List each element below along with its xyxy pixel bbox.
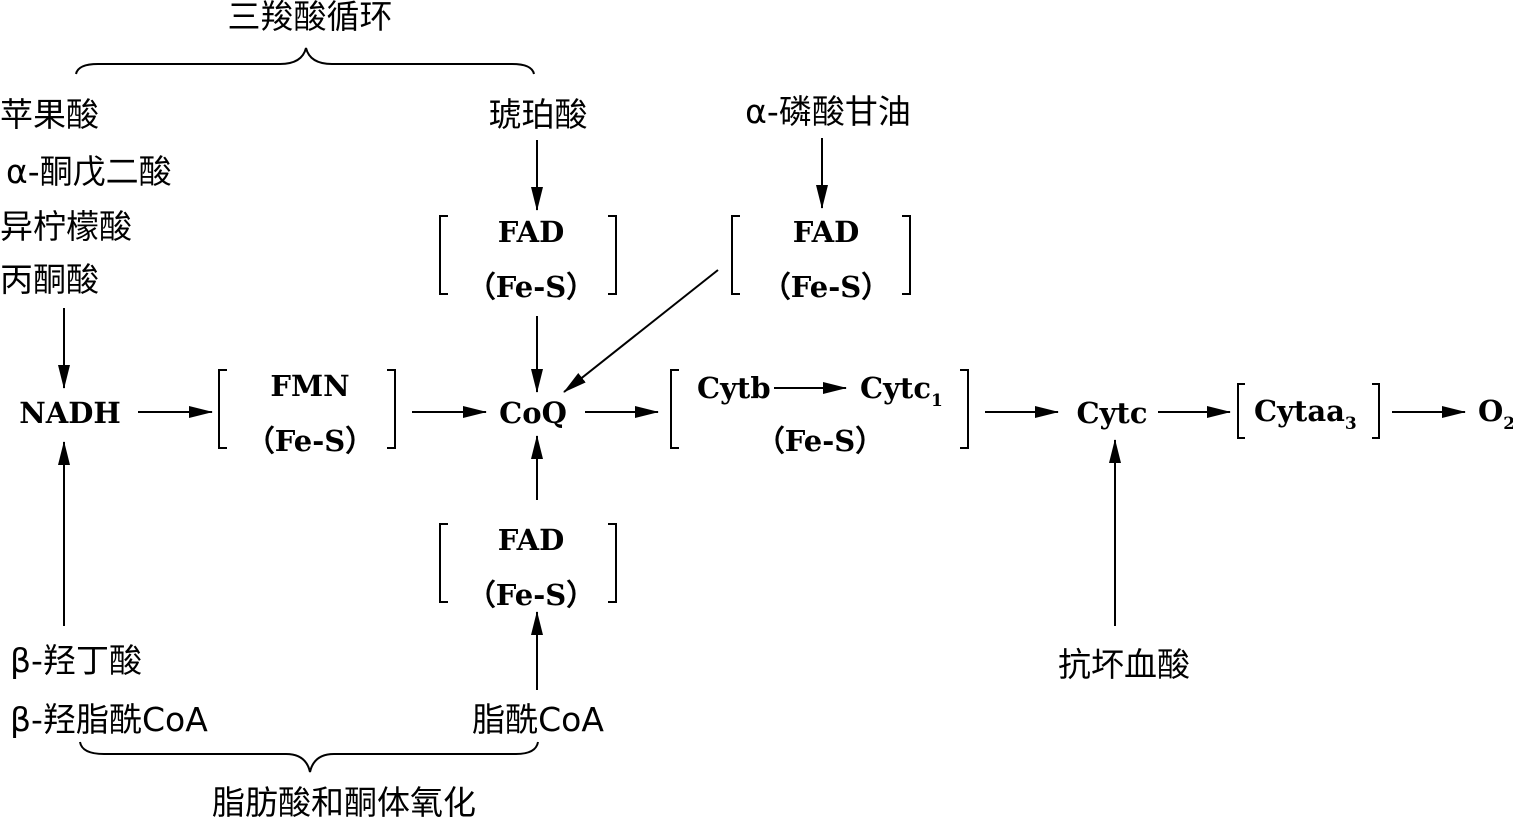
fad-box-3-left-bracket: [439, 523, 448, 603]
fad-box-2-left-bracket: [731, 215, 740, 295]
coq-label: CoQ: [499, 396, 567, 430]
fes-cyt-label: （Fe-S）: [756, 424, 884, 458]
cytb-label: Cytb: [697, 371, 771, 405]
cytc1-label: Cytc1: [860, 371, 943, 411]
hydroxybutyrate-label: β-羟丁酸: [10, 641, 142, 680]
alpha-ketoglutarate-label: α-酮戊二酸: [6, 152, 172, 191]
fad-box-3-right-bracket: [608, 523, 617, 603]
fes-3-label: （Fe-S）: [467, 578, 595, 612]
fes-fmn-label: （Fe-S）: [246, 424, 374, 458]
fmn-box-right-bracket: [387, 369, 396, 449]
fad-2-label: FAD: [793, 215, 860, 249]
acyl-coa-label: 脂酰CoA: [472, 700, 604, 739]
fad-box-1-left-bracket: [439, 215, 448, 295]
cytc1-subscript: 1: [931, 391, 943, 411]
succinate-label: 琥珀酸: [489, 95, 588, 134]
brace-top-label: 三羧酸循环: [228, 0, 393, 36]
fad-3-label: FAD: [498, 523, 565, 557]
brace-bottom-label: 脂肪酸和酮体氧化: [212, 783, 476, 822]
malate-label: 苹果酸: [0, 95, 99, 134]
glycerol-phosphate-label: α-磷酸甘油: [745, 92, 911, 131]
bottom-brace: [79, 741, 539, 773]
pyruvate-label: 丙酮酸: [0, 260, 99, 299]
fad-box-2-right-bracket: [902, 215, 911, 295]
cytaa3-label: Cytaa3: [1254, 394, 1357, 434]
arrow-fad2-to-coq: [563, 269, 719, 393]
fmn-label: FMN: [270, 369, 349, 403]
o2-text: O: [1478, 394, 1503, 428]
cytb-box-right-bracket: [960, 369, 969, 449]
fad-box-1-right-bracket: [608, 215, 617, 295]
ascorbate-label: 抗坏血酸: [1058, 645, 1190, 684]
nadh-label: NADH: [19, 396, 121, 430]
hydroxyacyl-coa-label: β-羟脂酰CoA: [10, 700, 208, 739]
cytaa3-box-left-bracket: [1237, 383, 1245, 439]
fes-2-label: （Fe-S）: [762, 270, 890, 304]
cytc-label: Cytc: [1077, 396, 1148, 430]
cytb-box-left-bracket: [670, 369, 679, 449]
fad-1-label: FAD: [498, 215, 565, 249]
fes-1-label: （Fe-S）: [467, 270, 595, 304]
top-brace: [75, 47, 535, 75]
cytaa3-text: Cytaa: [1254, 394, 1345, 428]
fmn-box-left-bracket: [218, 369, 227, 449]
cytaa3-subscript: 3: [1345, 414, 1357, 434]
isocitrate-label: 异柠檬酸: [0, 207, 132, 246]
o2-label: O2: [1478, 394, 1513, 434]
cytc1-text: Cytc: [860, 371, 931, 405]
o2-subscript: 2: [1503, 414, 1513, 434]
cytaa3-box-right-bracket: [1372, 383, 1380, 439]
